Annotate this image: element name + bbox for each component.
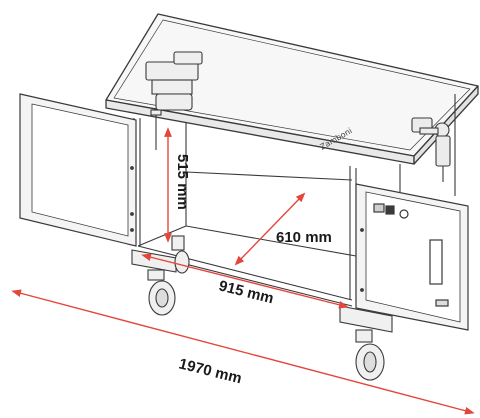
depth-dimension-label: 610 mm <box>276 229 332 246</box>
caster-front-left <box>131 249 177 316</box>
pipe-clamp <box>411 117 451 182</box>
left-door <box>19 93 137 247</box>
caster-front-right <box>339 305 393 381</box>
right-door <box>355 183 469 331</box>
dimension-arrows <box>11 127 475 415</box>
overall-width-dimension-label: 1970 mm <box>177 355 243 387</box>
overall-width-arrow <box>11 289 475 415</box>
depth-arrow <box>234 192 306 266</box>
bench-vise <box>145 51 203 150</box>
height-dimension-label: 515 mm <box>174 154 191 210</box>
